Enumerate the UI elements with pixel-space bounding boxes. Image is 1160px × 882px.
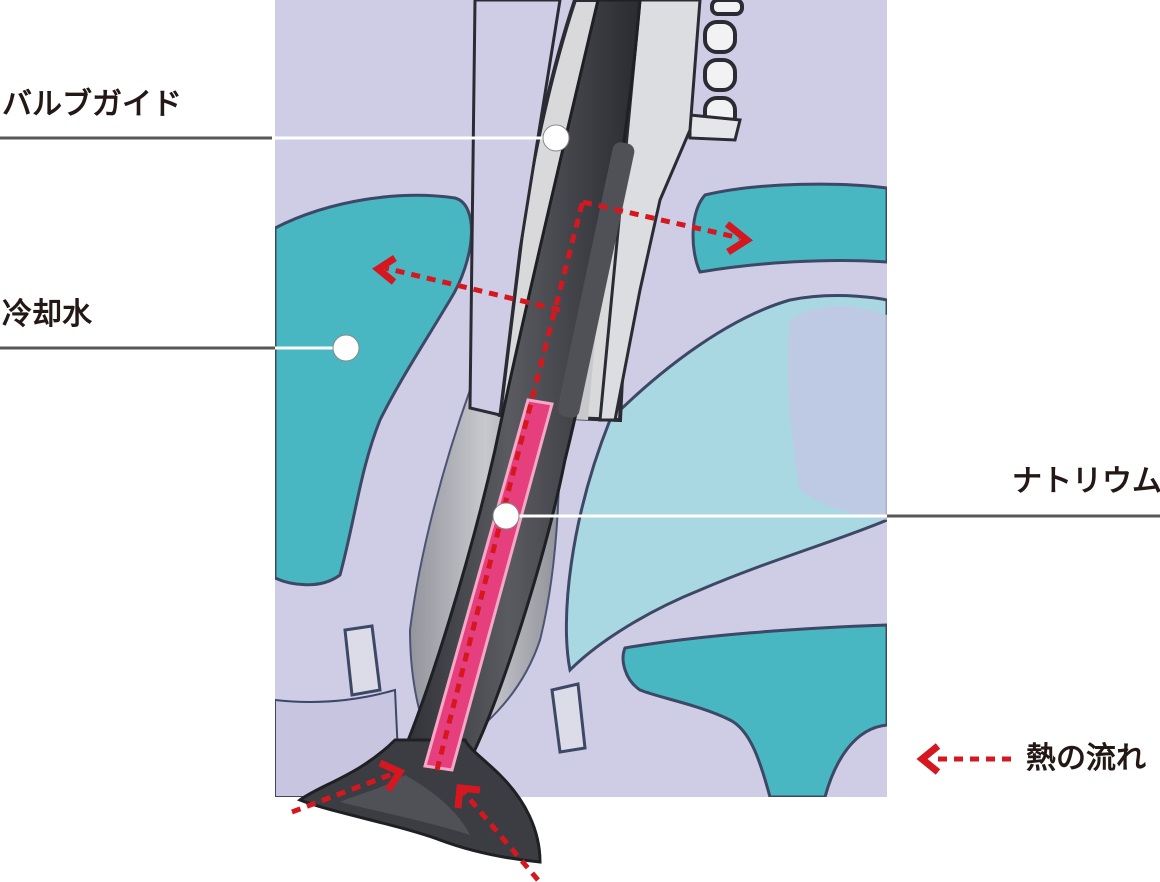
- label-sodium: ナトリウム: [1012, 464, 1160, 499]
- heat-flow-line-left: [384, 265, 561, 313]
- heat-flow-arrows: [291, 199, 741, 882]
- heat-flow-line-right: [582, 199, 741, 241]
- leader-lines: [0, 124, 1160, 530]
- guide-boss-right: [598, 0, 702, 422]
- port-inner-shadow: [788, 306, 887, 520]
- legend-heat-flow-label: 熱の流れ: [1026, 741, 1146, 776]
- coolant-jacket-lower-right: [621, 623, 887, 797]
- valve-head-highlight: [340, 775, 470, 835]
- label-coolant: 冷却水: [2, 297, 92, 332]
- valve-seat-left: [343, 624, 382, 697]
- heat-flow-line-head-right: [460, 788, 540, 882]
- guide-boss-left: [468, 0, 562, 417]
- marker-sodium: [492, 502, 520, 530]
- valve-seat-right: [550, 682, 587, 754]
- marker-valve-guide: [542, 124, 570, 152]
- valve: [296, 0, 642, 864]
- spring-seat-right: [688, 113, 742, 142]
- heat-flow-line-head-left: [291, 770, 396, 815]
- dotted-arrow-left-icon: [916, 743, 941, 775]
- arrowhead-head-left-icon: [378, 759, 406, 792]
- coolant-jacket-upper-right: [691, 182, 887, 274]
- arrowhead-left-icon: [372, 255, 397, 285]
- sodium-cavity: [423, 398, 554, 772]
- heat-flow-line-stem: [434, 199, 586, 771]
- coolant-jacket-left: [275, 193, 473, 587]
- arrowhead-right-icon: [724, 221, 754, 255]
- heat-flow-legend: [916, 743, 1015, 775]
- arrowhead-head-right-icon: [454, 784, 481, 809]
- label-valve-guide: バルブガイド: [2, 87, 182, 122]
- heat-flow-arrowheads: [372, 221, 754, 809]
- marker-coolant: [332, 334, 360, 362]
